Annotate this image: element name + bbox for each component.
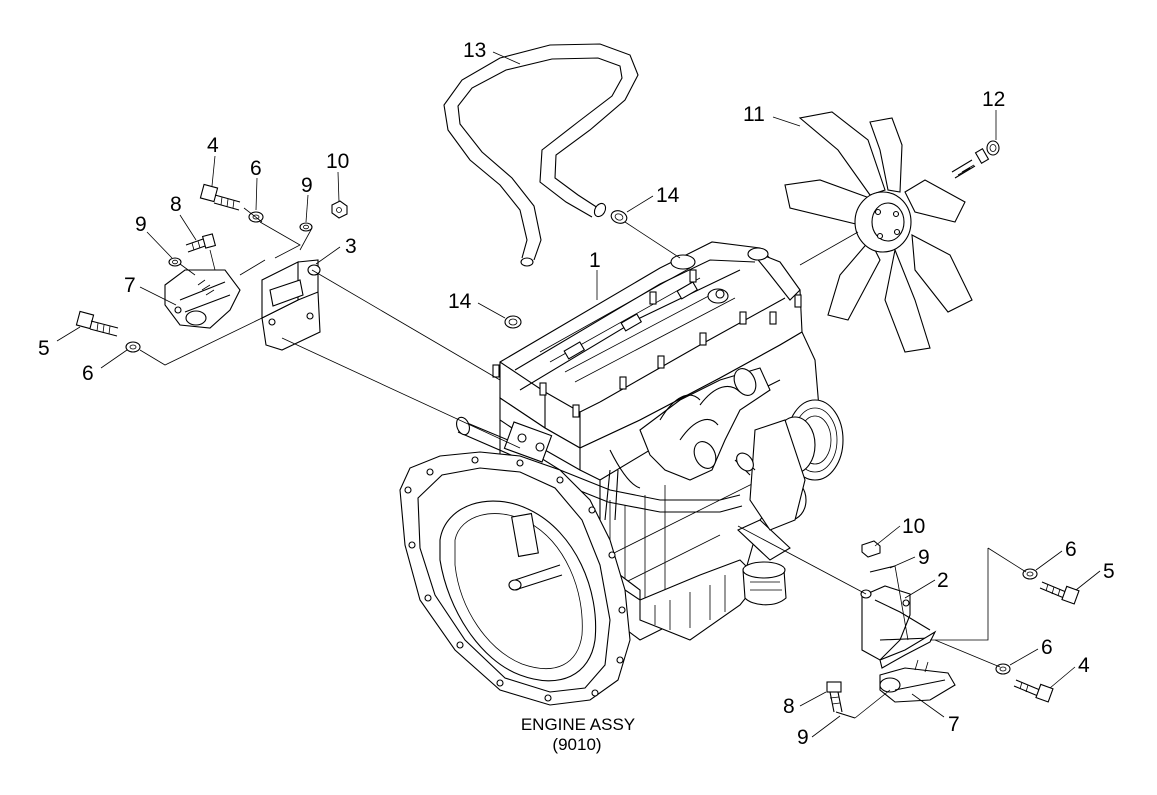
callout-9-left: 9 — [135, 213, 147, 236]
diagram-caption: ENGINE ASSY (9010) — [521, 715, 635, 754]
callout-6-lower-left: 6 — [82, 362, 94, 385]
leader-lines — [56, 51, 1101, 738]
callout-14-upper: 14 — [656, 184, 680, 207]
right-bracket-2 — [860, 585, 937, 669]
callout-9-right-lower: 9 — [797, 726, 809, 749]
callout-5-right: 5 — [1103, 560, 1115, 583]
hose-clamp-upper — [610, 210, 628, 224]
cooling-fan — [784, 111, 973, 353]
callout-4-right: 4 — [1078, 654, 1090, 677]
bolt-5-left — [75, 310, 119, 337]
callout-8-right: 8 — [783, 695, 795, 718]
callout-8-left: 8 — [170, 193, 182, 216]
callout-6-right-lower: 6 — [1041, 636, 1053, 659]
callout-13: 13 — [463, 39, 486, 62]
callout-10-left: 10 — [326, 150, 349, 173]
bolt-4-left — [199, 183, 241, 211]
caption-code: (9010) — [552, 735, 601, 754]
hose-clamp-lower — [504, 315, 522, 329]
callout-12: 12 — [982, 88, 1005, 111]
washer-9-upper-left — [299, 222, 313, 232]
callout-6-upper-left: 6 — [250, 157, 262, 180]
left-mount-7 — [164, 269, 241, 329]
bolt-4-right — [1013, 679, 1054, 703]
callout-7-left: 7 — [124, 274, 136, 297]
callout-4-left: 4 — [207, 134, 219, 157]
engine-block — [399, 241, 844, 706]
callout-10-right: 10 — [902, 515, 925, 538]
callout-9-right: 9 — [918, 546, 930, 569]
callout-7-right: 7 — [948, 713, 960, 736]
nut-10-right — [861, 540, 881, 558]
bolt-8-right — [826, 681, 843, 713]
right-guide-lines — [624, 221, 1027, 719]
pin-9-right — [869, 565, 896, 573]
left-bracket-3 — [261, 259, 321, 351]
callout-3: 3 — [345, 235, 357, 258]
callout-2: 2 — [937, 569, 949, 592]
washer-6-right-lower — [995, 663, 1011, 675]
callout-5-left: 5 — [38, 337, 50, 360]
callout-1: 1 — [589, 249, 601, 272]
right-mount-7 — [879, 659, 956, 703]
washer-9-left — [168, 257, 182, 267]
bolt-8-left — [185, 233, 217, 253]
washer-6-right-upper — [1022, 568, 1038, 580]
callout-6-right-upper: 6 — [1065, 538, 1077, 561]
caption-title: ENGINE ASSY — [521, 715, 635, 734]
washer-6-lower-left — [125, 341, 141, 353]
callout-labels: 13 11 12 14 14 1 4 6 9 10 8 9 3 7 5 6 10… — [38, 39, 1115, 749]
left-guide-lines — [139, 207, 521, 449]
bolt-5-right — [1039, 581, 1080, 605]
callout-9-upper-left: 9 — [301, 174, 313, 197]
callout-14-lower: 14 — [448, 290, 472, 313]
upper-hose — [443, 43, 639, 267]
washer-9-right-lower — [835, 711, 856, 719]
nut-10-left — [331, 200, 348, 219]
fan-bolt — [951, 140, 1000, 179]
callout-11: 11 — [743, 103, 765, 126]
